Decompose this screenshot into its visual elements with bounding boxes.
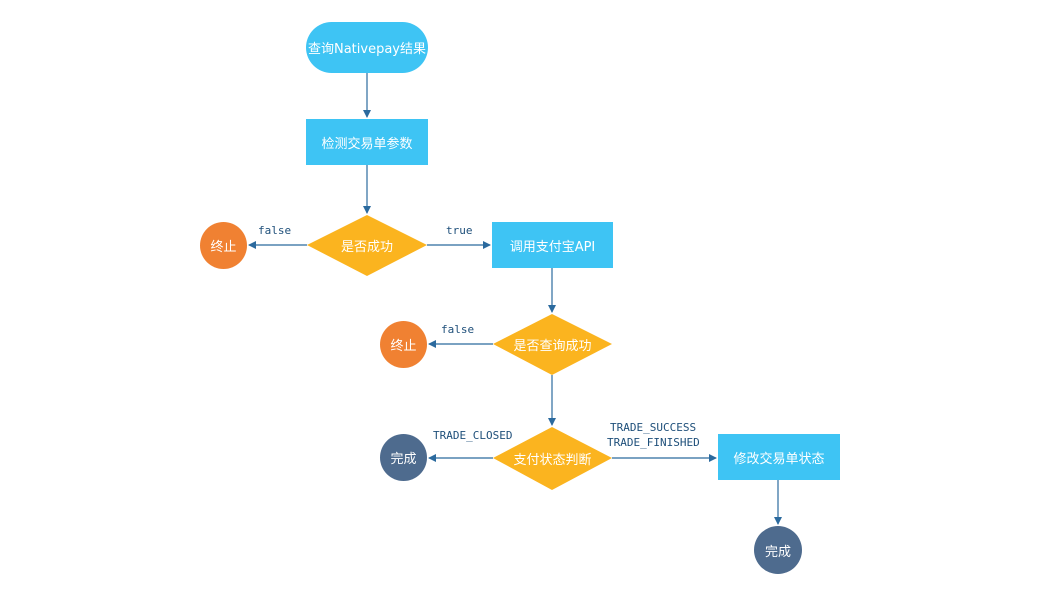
edge-label-trade-closed: TRADE_CLOSED	[433, 429, 513, 442]
check-params-node: 检测交易单参数	[306, 119, 428, 165]
decision-diamond-pay-status	[493, 427, 612, 490]
decision-diamond-is-query-success	[493, 314, 612, 375]
edge-label-trade-success: TRADE_SUCCESS	[610, 421, 697, 434]
is-query-success-label: 是否查询成功	[513, 338, 592, 354]
modify-status-node: 修改交易单状态	[718, 434, 840, 480]
done-node-closed: 完成	[380, 434, 427, 481]
call-alipay-node: 调用支付宝API	[492, 222, 613, 268]
edge-label-false-2: false	[441, 323, 475, 336]
is-success-label: 是否成功	[340, 239, 393, 255]
start-node: 查询Nativepay结果	[306, 22, 428, 73]
pay-status-label: 支付状态判断	[513, 452, 592, 468]
end-node-2: 终止	[380, 321, 427, 368]
edge-label-false-1: false	[258, 224, 292, 237]
edge-label-true-1: true	[446, 224, 473, 237]
edge-label-trade-finished: TRADE_FINISHED	[607, 436, 700, 449]
end-node-1: 终止	[200, 222, 247, 269]
done-node-final: 完成	[754, 526, 802, 574]
decision-diamond-is-success	[307, 215, 427, 276]
